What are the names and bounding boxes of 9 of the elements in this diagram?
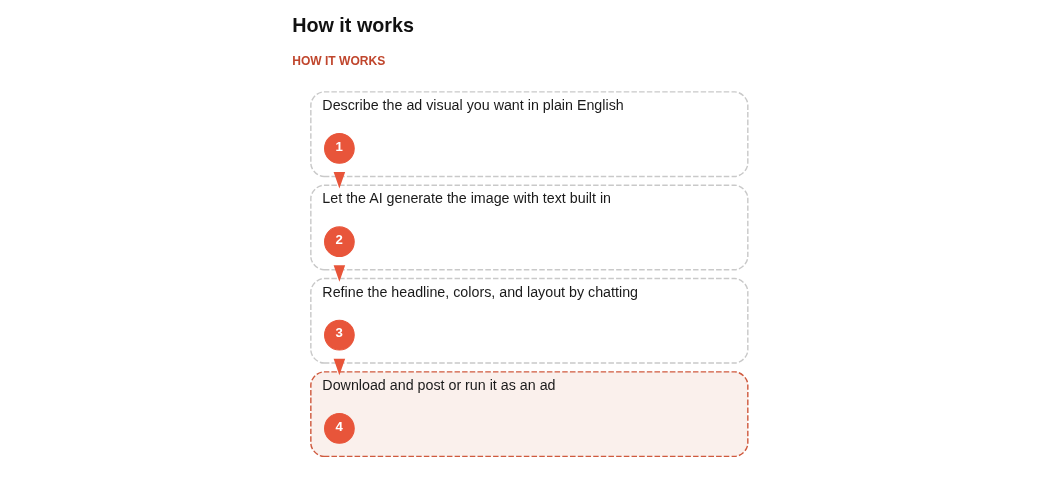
- node-circle: 1: [324, 133, 355, 164]
- arrow: [333, 265, 346, 282]
- label: HOW IT WORKS: [292, 54, 386, 69]
- diagram-title: How it works: [292, 13, 414, 36]
- arrow: [333, 172, 346, 189]
- node-circle: 2: [324, 226, 355, 258]
- arrow: [333, 358, 346, 376]
- node-circle: 4: [324, 413, 355, 444]
- node-circle: 3: [324, 319, 355, 351]
